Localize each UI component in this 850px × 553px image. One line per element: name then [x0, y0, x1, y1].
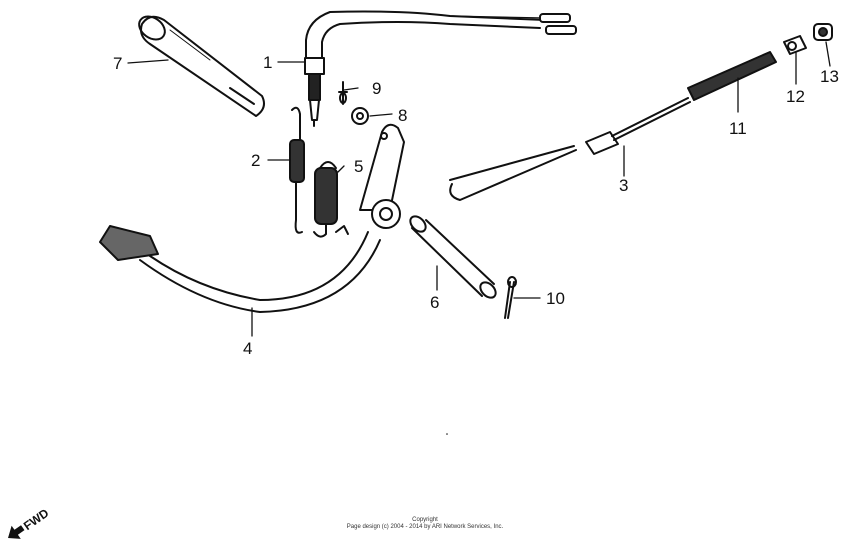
callout-13: 13	[820, 67, 839, 86]
part-5-spring	[313, 161, 338, 238]
part-1-switch	[304, 10, 577, 127]
part-4-pedal	[99, 123, 405, 313]
callout-9: 9	[372, 79, 381, 98]
callout-5: 5	[354, 157, 363, 176]
arrow-left-icon	[8, 525, 25, 539]
callout-12: 12	[786, 87, 805, 106]
callout-7: 7	[113, 54, 122, 73]
callout-4: 4	[243, 339, 252, 358]
part-10-cotter	[504, 276, 517, 319]
callout-6: 6	[430, 293, 439, 312]
callout-3: 3	[619, 176, 628, 195]
callout-2: 2	[251, 151, 260, 170]
part-11-spring	[687, 51, 777, 101]
part-9-pin	[338, 81, 348, 105]
callout-10: 10	[546, 289, 565, 308]
stray-dot	[446, 433, 448, 435]
callout-8: 8	[398, 106, 407, 125]
part-6-sleeve	[409, 215, 497, 299]
part-8-nut	[351, 107, 369, 125]
leader-lines	[127, 41, 831, 337]
callout-1: 1	[263, 53, 272, 72]
callout-11: 11	[729, 119, 747, 138]
copyright-line-1: Copyright	[412, 517, 438, 523]
part-2-spring	[289, 106, 305, 234]
part-3-rod	[449, 97, 691, 201]
part-7-sleeve	[138, 15, 265, 117]
part-12-joint	[783, 35, 807, 55]
copyright-line-2: Page design (c) 2004 - 2014 by ARI Netwo…	[346, 524, 504, 530]
part-13-nut	[813, 23, 833, 41]
